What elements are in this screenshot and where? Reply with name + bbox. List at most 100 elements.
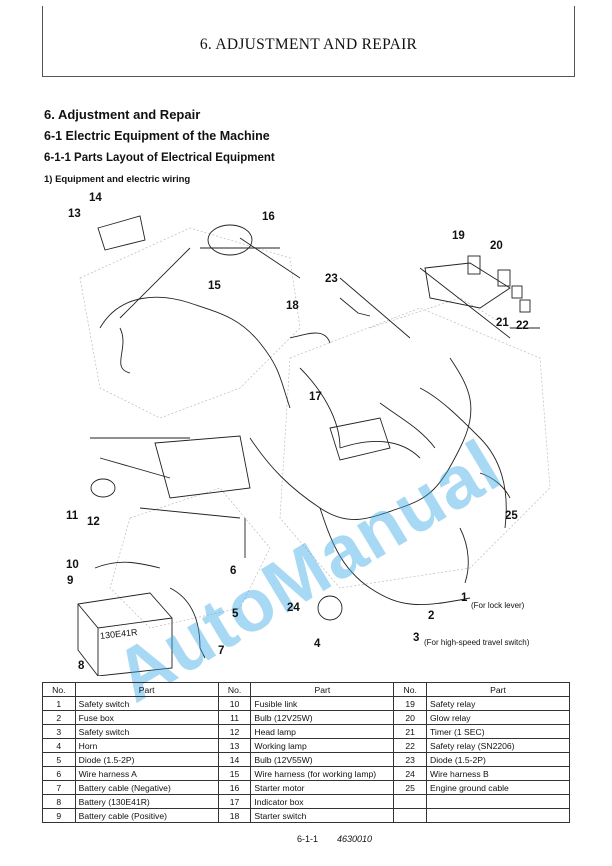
table-header-row: No. Part No. Part No. Part bbox=[42, 682, 570, 697]
cell-no bbox=[393, 794, 427, 809]
table-row: 8 Battery (130E41R) 17 Indicator box bbox=[42, 794, 570, 809]
cell-no: 4 bbox=[42, 738, 76, 753]
table-row: 6 Wire harness A 15 Wire harness (for wo… bbox=[42, 766, 570, 781]
cell-no: 17 bbox=[217, 794, 252, 809]
callout-7: 7 bbox=[218, 645, 225, 657]
cell-no: 21 bbox=[393, 724, 427, 739]
cell-part: Engine ground cable bbox=[426, 780, 570, 795]
cell-part: Safety switch bbox=[74, 696, 219, 711]
subsubsection-heading: 6-1-1 Parts Layout of Electrical Equipme… bbox=[44, 152, 275, 164]
callout-12: 12 bbox=[87, 516, 100, 528]
cell-part: Starter motor bbox=[250, 780, 395, 795]
callout-17: 17 bbox=[309, 391, 322, 403]
cell-part: Safety relay (SN2206) bbox=[426, 738, 570, 753]
note-high-speed: (For high-speed travel switch) bbox=[424, 638, 530, 647]
callout-21: 21 bbox=[496, 317, 509, 329]
callout-19: 19 bbox=[452, 230, 465, 242]
page-number: 6-1-1 bbox=[297, 834, 319, 844]
callout-15: 15 bbox=[208, 280, 221, 292]
cell-no: 7 bbox=[42, 780, 76, 795]
cell-part: Fusible link bbox=[250, 696, 395, 711]
cell-part: Glow relay bbox=[426, 710, 570, 725]
table-row: 2 Fuse box 11 Bulb (12V25W) 20 Glow rela… bbox=[42, 710, 570, 725]
cell-no: 10 bbox=[217, 696, 252, 711]
col-header: No. bbox=[42, 682, 76, 697]
callout-8: 8 bbox=[78, 660, 85, 672]
header-box: 6. ADJUSTMENT AND REPAIR bbox=[42, 6, 575, 77]
cell-part bbox=[426, 794, 570, 809]
wiring-drawing bbox=[77, 215, 551, 676]
callout-10: 10 bbox=[66, 559, 79, 571]
callout-4: 4 bbox=[314, 638, 321, 650]
col-header: Part bbox=[426, 682, 570, 697]
section-heading: 6. Adjustment and Repair bbox=[44, 107, 201, 122]
callout-5: 5 bbox=[232, 608, 239, 620]
table-row: 4 Horn 13 Working lamp 22 Safety relay (… bbox=[42, 738, 570, 753]
cell-part: Timer (1 SEC) bbox=[426, 724, 570, 739]
table-row: 1 Safety switch 10 Fusible link 19 Safet… bbox=[42, 696, 570, 711]
callout-18: 18 bbox=[286, 300, 299, 312]
cell-no: 12 bbox=[217, 724, 252, 739]
cell-part: Working lamp bbox=[250, 738, 395, 753]
page-title: 6. ADJUSTMENT AND REPAIR bbox=[199, 36, 418, 53]
col-header: Part bbox=[250, 682, 395, 697]
subsection-heading: 6-1 Electric Equipment of the Machine bbox=[44, 129, 270, 143]
cell-no: 8 bbox=[42, 794, 76, 809]
cell-part bbox=[426, 808, 570, 823]
cell-no: 19 bbox=[393, 696, 427, 711]
table-row: 9 Battery cable (Positive) 18 Starter sw… bbox=[42, 808, 570, 823]
col-header: No. bbox=[393, 682, 427, 697]
cell-no: 22 bbox=[393, 738, 427, 753]
cell-part: Battery (130E41R) bbox=[74, 794, 219, 809]
parts-table: No. Part No. Part No. Part 1 Safety swit… bbox=[42, 682, 570, 823]
callout-20: 20 bbox=[490, 240, 503, 252]
cell-part: Bulb (12V55W) bbox=[250, 752, 395, 767]
callout-16: 16 bbox=[262, 211, 275, 223]
cell-no: 11 bbox=[217, 710, 252, 725]
cell-no: 13 bbox=[217, 738, 252, 753]
callout-3: 3 bbox=[413, 632, 420, 644]
cell-part: Horn bbox=[74, 738, 219, 753]
cell-part: Diode (1.5-2P) bbox=[74, 752, 219, 767]
cell-no: 9 bbox=[42, 808, 76, 823]
callout-14: 14 bbox=[89, 192, 102, 204]
cell-part: Battery cable (Positive) bbox=[74, 808, 219, 823]
callout-11: 11 bbox=[66, 510, 79, 522]
cell-no: 2 bbox=[42, 710, 76, 725]
cell-part: Wire harness (for working lamp) bbox=[250, 766, 395, 781]
cell-part: Safety switch bbox=[74, 724, 219, 739]
cell-part: Wire harness A bbox=[74, 766, 219, 781]
cell-no: 6 bbox=[42, 766, 76, 781]
table-row: 3 Safety switch 12 Head lamp 21 Timer (1… bbox=[42, 724, 570, 739]
cell-no: 20 bbox=[393, 710, 427, 725]
cell-no: 25 bbox=[393, 780, 427, 795]
callout-2: 2 bbox=[428, 610, 435, 622]
col-header: Part bbox=[74, 682, 219, 697]
table-row: 5 Diode (1.5-2P) 14 Bulb (12V55W) 23 Dio… bbox=[42, 752, 570, 767]
cell-no: 18 bbox=[217, 808, 252, 823]
table-row: 7 Battery cable (Negative) 16 Starter mo… bbox=[42, 780, 570, 795]
cell-part: Bulb (12V25W) bbox=[250, 710, 395, 725]
cell-no: 24 bbox=[393, 766, 427, 781]
cell-no: 14 bbox=[217, 752, 252, 767]
cell-part: Safety relay bbox=[426, 696, 570, 711]
cell-no bbox=[393, 808, 427, 823]
cell-part: Head lamp bbox=[250, 724, 395, 739]
callout-13: 13 bbox=[68, 208, 81, 220]
cell-part: Diode (1.5-2P) bbox=[426, 752, 570, 767]
cell-no: 15 bbox=[217, 766, 252, 781]
callout-25: 25 bbox=[505, 510, 518, 522]
cell-part: Wire harness B bbox=[426, 766, 570, 781]
note-lock-lever: (For lock lever) bbox=[471, 601, 525, 610]
cell-part: Indicator box bbox=[250, 794, 395, 809]
item-heading: 1) Equipment and electric wiring bbox=[44, 174, 191, 185]
cell-no: 16 bbox=[217, 780, 252, 795]
callout-23: 23 bbox=[325, 273, 338, 285]
document-code: 4630010 bbox=[337, 834, 373, 844]
wiring-diagram: AutoManual 1 2 3 4 5 6 7 8 9 10 11 12 13… bbox=[40, 188, 572, 718]
callout-9: 9 bbox=[67, 575, 74, 587]
col-header: No. bbox=[217, 682, 252, 697]
callout-6: 6 bbox=[230, 565, 237, 577]
cell-part: Starter switch bbox=[250, 808, 395, 823]
cell-no: 23 bbox=[393, 752, 427, 767]
